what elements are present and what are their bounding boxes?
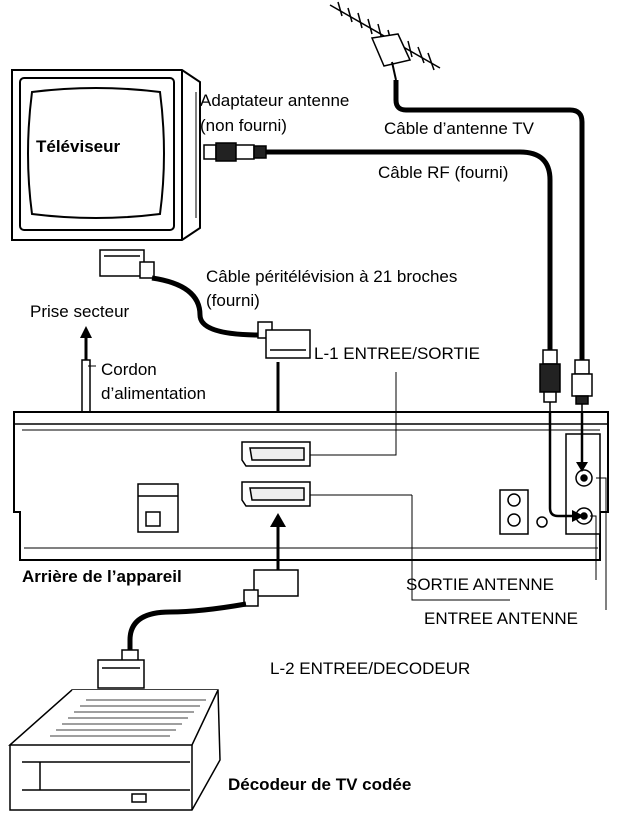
antenna-in-label: ENTREE ANTENNE bbox=[424, 609, 578, 628]
decoder-scart-cable bbox=[127, 601, 247, 650]
l1-in-out-label: L-1 ENTREE/SORTIE bbox=[314, 344, 480, 363]
rca-jacks bbox=[499, 489, 548, 535]
rf-cable-plug bbox=[539, 349, 561, 412]
tv-antenna-cable bbox=[393, 80, 585, 360]
l2-scart-socket bbox=[241, 481, 311, 507]
power-cord-label-2: d’alimentation bbox=[101, 384, 206, 403]
scart-plug-unit-l2 bbox=[243, 569, 299, 607]
antenna-adapter-note: (non fourni) bbox=[200, 116, 287, 135]
tv-label: Téléviseur bbox=[36, 137, 120, 156]
antenna-out-label: SORTIE ANTENNE bbox=[406, 575, 554, 594]
tv-antenna bbox=[329, 1, 441, 81]
l2-in-decoder-label: L-2 ENTREE/DECODEUR bbox=[270, 659, 470, 678]
antenna-adapter bbox=[203, 142, 267, 162]
arrow-up-icon bbox=[80, 326, 92, 338]
l1-scart-socket bbox=[241, 441, 311, 467]
unit-rear-panel bbox=[13, 411, 609, 561]
antenna-adapter-label: Adaptateur antenne bbox=[200, 91, 349, 110]
mains-socket-label: Prise secteur bbox=[30, 302, 130, 321]
scart-plug-tv bbox=[99, 249, 155, 279]
scart-cable bbox=[151, 275, 261, 338]
antenna-cable-plug bbox=[571, 359, 593, 412]
scart-cable-note: (fourni) bbox=[206, 291, 260, 310]
rf-cable bbox=[266, 149, 553, 350]
unit-label-plate bbox=[137, 483, 179, 533]
leader-lines bbox=[310, 372, 607, 610]
decoder-label: Décodeur de TV codée bbox=[228, 775, 411, 794]
unit-rear-label: Arrière de l’appareil bbox=[22, 567, 182, 586]
arrow-to-l2 bbox=[270, 513, 286, 570]
rf-cable-label: Câble RF (fourni) bbox=[378, 163, 508, 182]
scart-cable-label: Câble péritélévision à 21 broches bbox=[206, 267, 457, 286]
scart-plug-unit bbox=[257, 321, 311, 359]
tv-antenna-cable-label: Câble d’antenne TV bbox=[384, 119, 535, 138]
power-cord-label-1: Cordon bbox=[101, 360, 157, 379]
television bbox=[11, 69, 201, 241]
scart-plug-decoder bbox=[97, 649, 145, 689]
decoder-box bbox=[8, 689, 221, 811]
